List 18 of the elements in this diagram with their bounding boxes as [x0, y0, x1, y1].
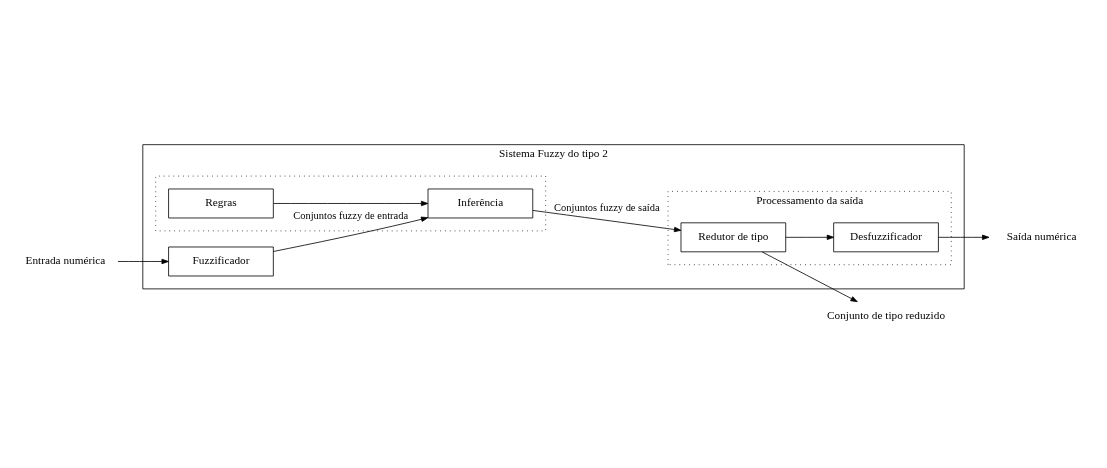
- node-box: Fuzzificador: [168, 246, 274, 276]
- node-box: Regras: [168, 188, 274, 218]
- arrow: [273, 200, 429, 206]
- arrow: [785, 234, 835, 240]
- arrow: [532, 209, 682, 232]
- node-text: Entrada numérica: [25, 253, 106, 266]
- edge-label: Conjuntos fuzzy de saída: [554, 201, 660, 213]
- cluster: [155, 175, 547, 231]
- node-box: Desfuzzificador: [833, 221, 939, 252]
- arrow: [938, 234, 990, 240]
- arrow: [761, 251, 858, 302]
- arrow: [117, 258, 169, 264]
- arrow: [272, 216, 429, 252]
- edge-label: Conjuntos fuzzy de entrada: [293, 209, 409, 221]
- node-text: Conjunto de tipo reduzido: [827, 308, 946, 321]
- node-box: Inferência: [427, 188, 534, 218]
- node-box: Redutor de tipo: [680, 221, 787, 252]
- node-text: Saída numérica: [1006, 229, 1077, 242]
